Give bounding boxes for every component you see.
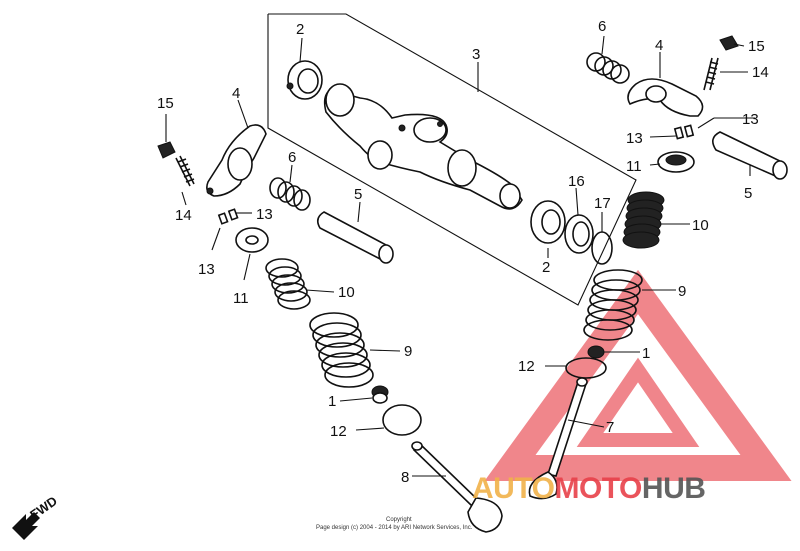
bearing-2b [530,200,566,244]
label-15a: 15 [157,95,174,112]
copyright-line2: Page design (c) 2004 - 2014 by ARI Netwo… [316,525,473,531]
label-11a: 11 [233,290,249,307]
label-9a: 9 [404,343,412,360]
valve-left [411,441,503,533]
leader-lines [165,35,755,477]
label-2b: 2 [542,259,550,276]
label-8: 8 [401,469,409,486]
label-4b: 4 [655,37,663,54]
spring-6-left [269,177,311,211]
label-12a: 12 [330,423,347,440]
rocker-arm-left [206,124,267,197]
label-2a: 2 [296,21,304,38]
rocker-shaft-left [316,211,394,264]
label-7: 7 [606,419,614,436]
label-10a: 10 [338,284,355,301]
outer-spring-left [309,312,374,388]
rocker-shaft-right [712,131,788,180]
label-13a: 13 [256,206,273,223]
label-5a: 5 [354,186,362,203]
label-13b: 13 [198,261,215,278]
valve-right [528,377,588,500]
fwd-arrow: FWD [12,493,60,540]
label-6a: 6 [288,149,296,166]
copyright-notice: Copyright Page design (c) 2004 - 2014 by… [316,517,473,531]
outer-spring-right [583,269,643,341]
label-11b: 11 [626,158,642,175]
label-16: 16 [568,173,585,190]
watermark-part3: HUB [642,472,706,505]
seal-16 [564,214,594,254]
watermark-logo [484,269,792,481]
stem-seal-right [587,345,605,359]
cotters-right [673,124,695,140]
rocker-arm-right [627,78,704,117]
stem-seal-left [371,385,389,404]
label-4a: 4 [232,85,240,102]
inner-spring-left [265,258,311,310]
label-15b: 15 [748,38,765,55]
spring-6-right [586,52,630,84]
svg-text:AUTOMOTOHUB: AUTOMOTOHUB [472,472,705,505]
cotters-left [217,208,239,225]
clip-17 [591,231,613,265]
label-13c: 13 [742,111,759,128]
watermark-text: AUTOMOTOHUB [472,472,706,505]
seat-ring-left [382,404,422,436]
label-1a: 1 [328,393,336,410]
label-14a: 14 [175,207,192,224]
label-10b: 10 [692,217,709,234]
label-9b: 9 [678,283,686,300]
label-13d: 13 [626,130,643,147]
retainer-left [235,227,269,253]
label-17: 17 [594,195,611,212]
retainer-right [657,151,695,173]
label-6b: 6 [598,18,606,35]
label-5b: 5 [744,185,752,202]
inner-spring-right [622,191,665,249]
label-1b: 1 [642,345,650,362]
fwd-label: FWD [27,493,60,522]
copyright-line1: Copyright [386,517,412,523]
camshaft-box [267,13,637,306]
part-labels: 2 3 6 4 15 14 15 4 13 13 6 11 5 16 5 17 … [157,18,769,486]
label-3: 3 [472,46,480,63]
label-14b: 14 [752,64,769,81]
adjust-screw-right [703,57,719,91]
camshaft [286,60,523,210]
watermark-part2: MOTO [554,472,642,505]
label-12b: 12 [518,358,535,375]
adjust-screw-left [157,141,195,187]
watermark-part1: AUTO [472,472,555,505]
adjust-nut-right [719,35,739,51]
seat-ring-right [565,357,607,379]
